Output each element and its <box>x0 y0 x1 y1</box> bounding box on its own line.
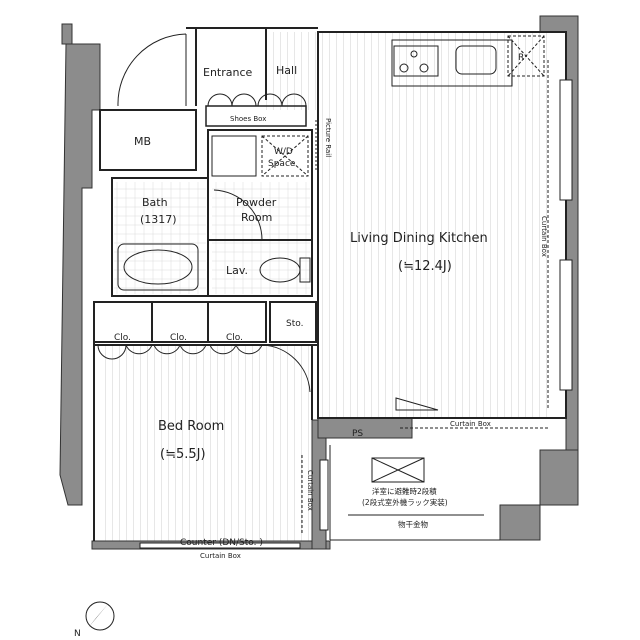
shoe-door-1 <box>207 93 233 107</box>
closet-door-3 <box>209 343 263 355</box>
wd-space-label-1: W/D <box>274 147 293 157</box>
north-label: N <box>74 629 81 639</box>
refrigerator-label: R <box>518 53 524 63</box>
hall-label: Hall <box>276 64 297 77</box>
windows <box>139 79 573 549</box>
ps-label: PS <box>352 429 363 439</box>
powder-room <box>207 129 313 297</box>
north-arrow-needle <box>88 604 108 628</box>
powder-door <box>213 189 263 241</box>
north-arrow: N <box>74 601 115 639</box>
balcony-note-1: 洋室に避難時2段積 <box>372 486 437 496</box>
left-outer-wall <box>59 43 101 506</box>
bed-size-label: (≒5.5J) <box>160 447 206 462</box>
north-arrow-circle <box>85 601 115 631</box>
bathtub-basin <box>123 249 193 285</box>
shoe-door-4 <box>281 93 307 107</box>
doors <box>97 33 311 393</box>
kitchen-stove <box>393 45 439 77</box>
balcony-right-wall <box>499 504 541 541</box>
ldk-label: Living Dining Kitchen <box>350 231 488 246</box>
balcony-note-2: (2段式室外機ラック実装) <box>362 497 448 507</box>
entrance-door-swing <box>117 33 187 107</box>
hall-floor <box>266 32 318 110</box>
shoes-box-label: Shoes Box <box>230 115 266 123</box>
washbasin <box>211 135 257 177</box>
aircon-unit <box>371 457 425 483</box>
bath-size-label: (1317) <box>140 213 177 226</box>
sto-label: Sto. <box>286 319 303 329</box>
bed-bottom-window <box>139 542 301 549</box>
mb-room <box>99 109 197 171</box>
refrigerator-x-2 <box>507 35 545 77</box>
interior-walls <box>93 27 567 541</box>
mb-label: MB <box>134 135 151 148</box>
closet-door-2 <box>153 343 207 355</box>
clo-label-2: Clo. <box>170 333 187 343</box>
room-labels: Entrance Hall Shoes Box MB W/D Space Pic… <box>114 53 548 560</box>
ldk-size-label: (≒12.4J) <box>398 259 452 274</box>
closet-door-1 <box>97 344 153 360</box>
balcony-bottom-wall <box>539 449 579 506</box>
ldk-floor <box>318 32 550 418</box>
bath-label: Bath <box>142 196 168 209</box>
bed-door <box>261 344 311 393</box>
bed-bottom-curtain-label: Curtain Box <box>200 552 241 560</box>
powder-room-label-1: Powder <box>236 196 277 209</box>
wd-space-label-2: Space <box>268 159 296 169</box>
refrigerator-space <box>507 35 545 77</box>
ldk-outline <box>317 31 567 419</box>
balcony-rail-label: 物干金物 <box>398 519 428 529</box>
toilet-tank <box>299 257 311 283</box>
clo-label-3: Clo. <box>226 333 243 343</box>
bed-room-label: Bed Room <box>158 419 224 434</box>
wd-space-box <box>261 135 309 177</box>
ps-wall <box>317 417 413 439</box>
ldk-curtain-label: Curtain Box <box>450 420 491 428</box>
bedroom-floor <box>100 345 312 541</box>
clo-label-1: Clo. <box>114 333 131 343</box>
bed-curtain-label: Curtain Box <box>306 470 314 511</box>
entrance-label: Entrance <box>203 66 253 79</box>
wd-x-2 <box>261 135 309 177</box>
shoe-door-2 <box>231 93 257 107</box>
ldk-window-1 <box>559 79 573 201</box>
stair-arrow <box>395 397 439 411</box>
burner-1 <box>399 63 409 73</box>
shoe-door-3 <box>257 93 283 107</box>
bed-window <box>319 459 329 531</box>
ldk-window-2 <box>559 259 573 391</box>
bath-floor <box>114 182 206 294</box>
powder-floor <box>212 182 310 294</box>
picture-rail-label: Picture Rail <box>324 118 332 157</box>
burner-2 <box>419 63 429 73</box>
ldk-side-curtain-label: Curtain Box <box>540 216 548 257</box>
left-diagonal-wall <box>61 23 73 45</box>
bathtub <box>117 243 199 291</box>
lav-label: Lav. <box>226 264 248 277</box>
kitchen-sink <box>455 45 497 75</box>
aircon-x-2 <box>371 457 425 483</box>
sto-box <box>269 301 317 343</box>
burner-3 <box>410 50 418 58</box>
kitchen-counter <box>391 39 513 87</box>
counter-label: Counter (DN/Sto. ) <box>180 538 263 548</box>
powder-room-label-2: Room <box>241 211 272 224</box>
